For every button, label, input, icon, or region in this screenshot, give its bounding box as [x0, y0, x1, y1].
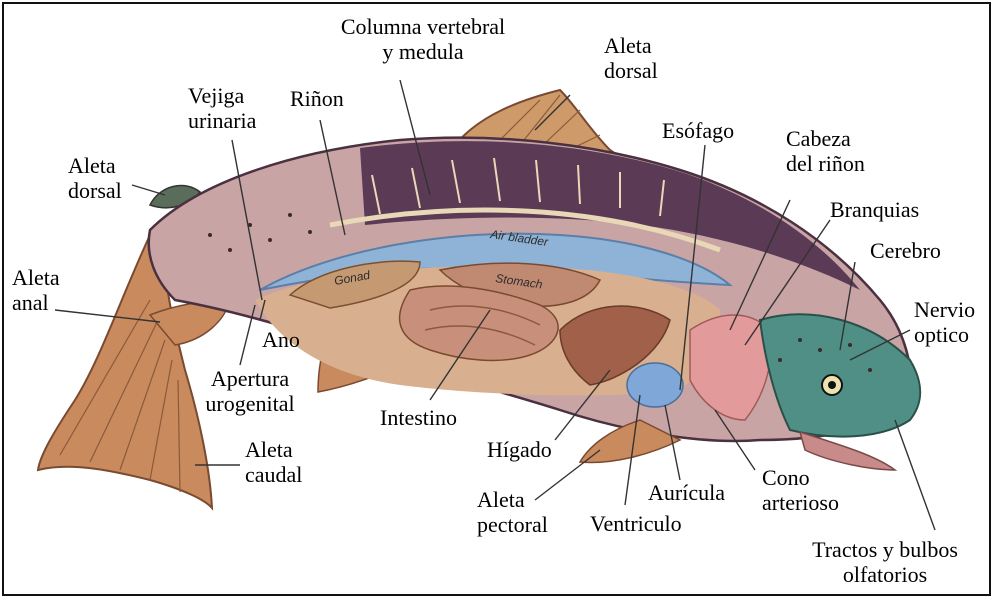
heart: [627, 363, 683, 407]
label-cerebro: Cerebro: [870, 238, 941, 263]
label-ventriculo: Ventriculo: [590, 511, 682, 536]
label-higado: Hígado: [487, 437, 552, 462]
label-intestino: Intestino: [380, 405, 457, 430]
label-branquias: Branquias: [830, 197, 919, 222]
label-esofago: Esófago: [662, 118, 734, 143]
label-rinon: Riñon: [290, 86, 344, 111]
label-auricula: Aurícula: [648, 480, 725, 505]
label-ano: Ano: [262, 327, 300, 352]
